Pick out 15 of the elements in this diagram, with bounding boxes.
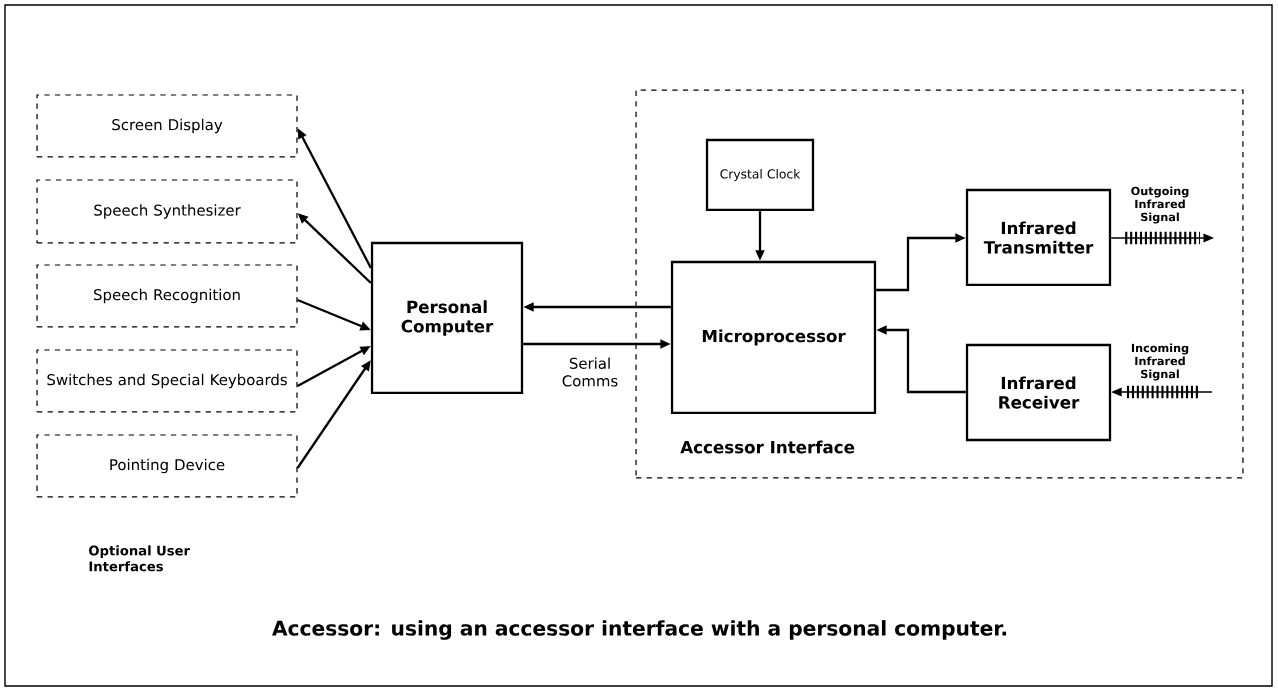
edge-label: Incoming Infrared Signal [1118,341,1202,383]
dashed-box: Speech Synthesizer [36,179,298,244]
edge-label: Outgoing Infrared Signal [1118,184,1202,226]
process-box: Crystal Clock [705,138,815,212]
dashed-box: Switches and Special Keyboards [36,349,298,413]
group-label: Optional User Interfaces [89,545,190,572]
dashed-box: Screen Display [36,94,298,158]
dashed-box: Pointing Device [36,434,298,498]
edge-label: Serial Comms [553,355,627,389]
process-box: Infrared Receiver [965,343,1112,442]
dashed-box: Speech Recognition [36,264,298,328]
process-box: Personal Computer [370,241,524,395]
process-box: Infrared Transmitter [965,188,1112,287]
process-box: Microprocessor [670,260,877,415]
caption: Accessor: using an accessor interface with a personal computer. [272,620,1007,640]
